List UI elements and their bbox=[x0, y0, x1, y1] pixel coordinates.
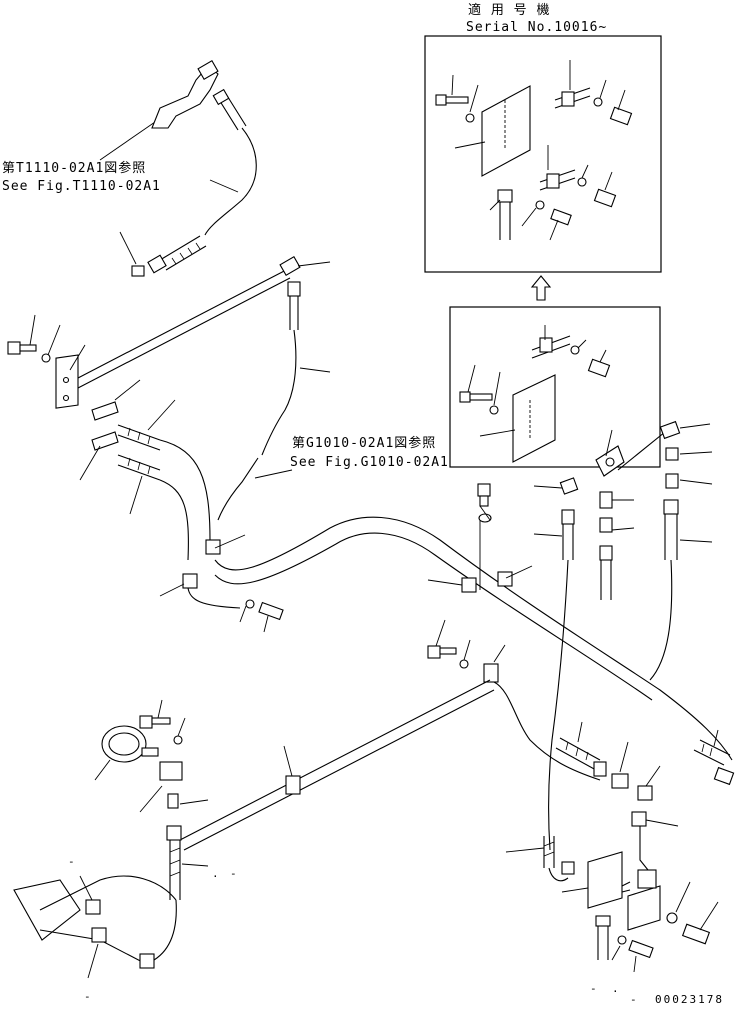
lower-pipe-assembly bbox=[13, 619, 601, 979]
inset-washer bbox=[465, 113, 475, 123]
leader-lines-left bbox=[79, 179, 491, 521]
pipe-clamp-6 bbox=[285, 775, 301, 795]
inset-box-earlier bbox=[449, 306, 661, 468]
arrow-up-icon bbox=[530, 275, 552, 301]
marker-5: - bbox=[590, 982, 599, 995]
lower-mounting-plate bbox=[587, 851, 623, 909]
marker-2: . bbox=[212, 867, 221, 880]
bottom-right-valve-assembly bbox=[505, 721, 735, 973]
serial-number-label: Serial No.10016~ bbox=[466, 20, 607, 35]
drawing-number: 00023178 bbox=[655, 993, 724, 1006]
inset-bolt bbox=[435, 94, 469, 106]
reference-1-jp: 第T1110-02A1図参照 bbox=[2, 160, 146, 176]
pipe-clamp-3 bbox=[461, 577, 477, 593]
marker-6: . bbox=[612, 982, 621, 995]
inset-bolt-right-upper bbox=[609, 106, 633, 126]
control-lever-linkage bbox=[131, 60, 257, 277]
reference-2-jp: 第G1010-02A1図参照 bbox=[292, 435, 436, 451]
earlier-mounting-plate bbox=[512, 374, 556, 463]
marker-4: - bbox=[84, 990, 93, 1003]
reference-1-en: See Fig.T1110-02A1 bbox=[2, 179, 161, 194]
inset-box-serial-10016 bbox=[424, 35, 662, 273]
inset-bolt-right-lower bbox=[593, 188, 617, 208]
pipe-clamp-1 bbox=[205, 539, 221, 555]
marker-7: - bbox=[630, 993, 639, 1006]
marker-1: - bbox=[68, 855, 77, 868]
reference-2-en: See Fig.G1010-02A1 bbox=[290, 455, 449, 470]
right-side-fittings bbox=[533, 420, 713, 851]
inset-mounting-plate bbox=[481, 85, 531, 177]
left-junction-block bbox=[7, 314, 86, 409]
pipe-clamp-4 bbox=[497, 571, 513, 587]
pipe-clamp-2 bbox=[182, 573, 198, 589]
foot-pedal bbox=[13, 879, 81, 941]
gauge-block bbox=[159, 761, 183, 781]
applicability-title: 適 用 号 機 bbox=[468, 2, 550, 18]
pipe-network bbox=[77, 256, 733, 761]
pipe-clamp-5 bbox=[483, 663, 499, 683]
marker-3: - bbox=[230, 867, 239, 880]
solenoid-valve bbox=[627, 885, 661, 931]
elbow-fitting-upper bbox=[279, 256, 301, 276]
